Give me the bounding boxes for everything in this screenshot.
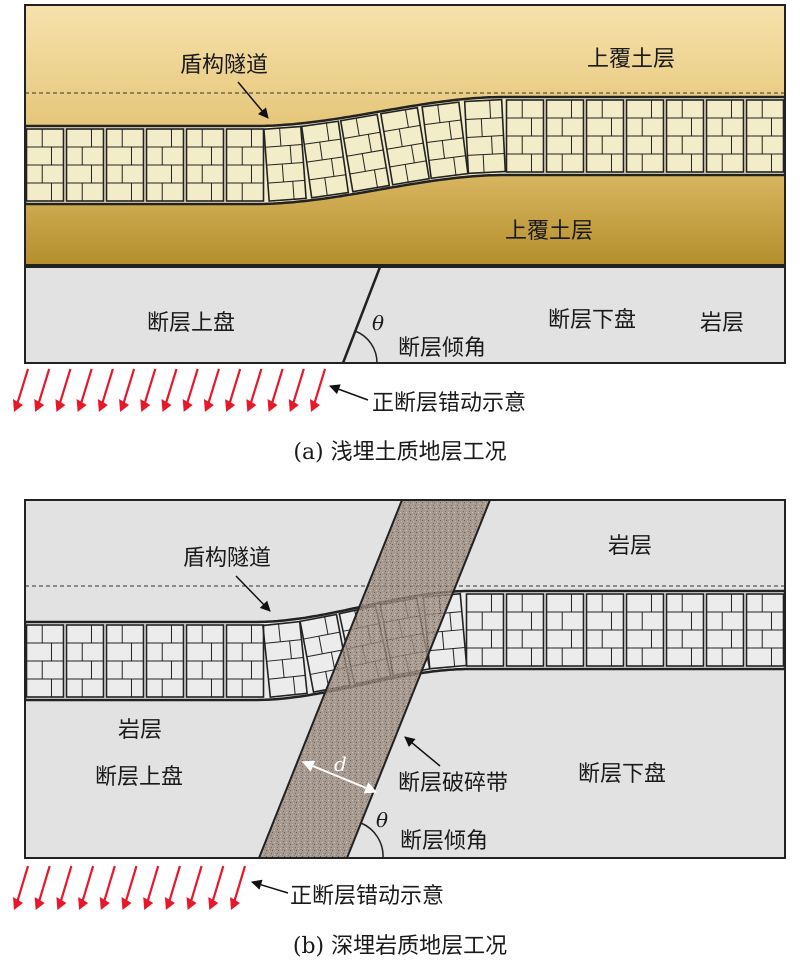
red-motion-arrow xyxy=(121,368,136,409)
tunnel-segment-ring xyxy=(545,593,585,667)
caption-b: (b) 深埋岩质地层工况 xyxy=(293,934,507,959)
label-tunnel: 盾构隧道 xyxy=(180,53,268,78)
tunnel-segment-ring xyxy=(463,98,507,175)
tunnel-segment-ring xyxy=(625,99,665,173)
tunnel-segment-ring xyxy=(300,120,350,199)
panel-a: 盾构隧道 上覆土层 上覆土层 断层上盘 断层下盘 岩层 θ 断层倾角 正断层错动… xyxy=(13,4,786,465)
tunnel-segment-ring xyxy=(225,128,265,202)
tunnel-segment-ring xyxy=(625,593,665,667)
tunnel-segment-ring xyxy=(185,128,225,202)
dip-angle-arc xyxy=(354,330,378,364)
tunnel-lining xyxy=(25,95,785,206)
tunnel-pointer xyxy=(235,575,271,612)
tunnel-segment-ring xyxy=(263,125,307,202)
tunnel-segment-ring xyxy=(145,128,185,202)
tunnel-segment-ring xyxy=(25,128,65,202)
red-motion-arrow xyxy=(57,368,72,409)
red-motion-arrow xyxy=(36,865,51,907)
tunnel-segment-ring xyxy=(465,593,505,667)
tunnel-segment-ring xyxy=(665,593,705,667)
label-footwall: 断层下盘 xyxy=(578,762,666,787)
label-rock-left: 岩层 xyxy=(118,718,162,743)
tunnel-segment-ring xyxy=(225,624,265,698)
tunnel-segment-ring xyxy=(145,624,185,698)
red-motion-arrow xyxy=(205,368,220,409)
fault-trace xyxy=(341,266,382,364)
label-theta: θ xyxy=(372,311,384,335)
red-motion-arrow xyxy=(36,368,51,409)
tunnel-segment-ring xyxy=(705,593,745,667)
label-rock: 岩层 xyxy=(700,311,744,336)
label-theta: θ xyxy=(376,808,388,832)
tunnel-segment-ring xyxy=(105,128,145,202)
shield-tunnel xyxy=(25,95,785,206)
red-motion-arrow xyxy=(101,865,116,907)
label-motion: 正断层错动示意 xyxy=(372,391,526,416)
tunnel-segment-ring xyxy=(505,99,545,173)
tunnel-segment-ring xyxy=(705,99,745,173)
red-motion-arrow xyxy=(210,865,225,907)
tunnel-segment-ring xyxy=(105,624,145,698)
label-d: d xyxy=(334,752,347,776)
tunnel-segment-ring xyxy=(25,624,65,698)
rock-layer xyxy=(24,266,786,364)
tunnel-segment-ring xyxy=(745,99,785,173)
tunnel-segment-ring xyxy=(505,593,545,667)
label-footwall: 断层下盘 xyxy=(548,308,636,333)
tunnel-segment-ring xyxy=(545,99,585,173)
tunnel-segment-ring xyxy=(585,593,625,667)
red-motion-arrow xyxy=(78,368,93,409)
label-rock-top: 岩层 xyxy=(608,534,652,559)
red-motion-arrow xyxy=(14,865,30,907)
label-hanging-wall: 断层上盘 xyxy=(147,311,235,336)
tunnel-segment-ring xyxy=(185,624,225,698)
tunnel-pointer xyxy=(237,81,269,119)
normal-fault-motion-arrows xyxy=(13,368,327,412)
panel-b: d 盾构隧道 岩层 岩层 断层上盘 断层下盘 断层破碎带 θ 断层倾角 正断层错… xyxy=(13,499,786,959)
label-fault-zone: 断层破碎带 xyxy=(398,771,508,796)
red-motion-arrow xyxy=(99,368,114,409)
red-motion-arrow xyxy=(227,368,242,409)
fault-width-marker xyxy=(301,760,378,794)
tunnel-segment-ring xyxy=(745,593,785,667)
red-motion-arrow xyxy=(123,865,138,907)
tunnel-segment-ring xyxy=(379,106,431,186)
red-motion-arrow xyxy=(248,368,263,409)
label-overburden-top: 上覆土层 xyxy=(587,47,675,72)
label-hanging-wall: 断层上盘 xyxy=(95,765,183,790)
tunnel-segment-ring xyxy=(665,99,705,173)
normal-fault-motion-arrows xyxy=(13,865,247,910)
red-motion-arrow xyxy=(269,368,284,409)
red-motion-arrow xyxy=(14,368,30,409)
label-motion: 正断层错动示意 xyxy=(290,884,444,909)
label-dip-angle: 断层倾角 xyxy=(398,336,486,361)
red-motion-arrow xyxy=(80,865,95,907)
dip-angle-arc xyxy=(360,822,384,859)
fault-zone-pointer xyxy=(404,736,441,767)
tunnel-segment-ring xyxy=(339,113,391,193)
red-motion-arrow xyxy=(58,865,73,907)
red-motion-arrow xyxy=(184,368,199,409)
red-motion-arrow xyxy=(163,368,178,409)
motion-pointer xyxy=(250,879,289,894)
red-motion-arrow xyxy=(188,865,203,907)
red-motion-arrow xyxy=(231,865,247,907)
tunnel-segment-ring xyxy=(65,624,105,698)
red-motion-arrow xyxy=(142,368,157,409)
red-motion-arrow xyxy=(290,368,305,409)
tunnel-segment-ring xyxy=(65,128,105,202)
red-motion-arrow xyxy=(145,865,160,907)
caption-a: (a) 浅埋土质地层工况 xyxy=(293,440,506,465)
label-dip-angle: 断层倾角 xyxy=(400,829,488,854)
tunnel-segment-ring xyxy=(421,101,469,180)
red-motion-arrow xyxy=(166,865,181,907)
red-motion-arrow xyxy=(311,368,327,409)
label-tunnel: 盾构隧道 xyxy=(183,546,271,571)
tunnel-segment-ring xyxy=(585,99,625,173)
tunnel-segment-ring xyxy=(262,620,308,698)
motion-pointer xyxy=(329,384,369,401)
label-overburden-bottom: 上覆土层 xyxy=(505,219,593,244)
